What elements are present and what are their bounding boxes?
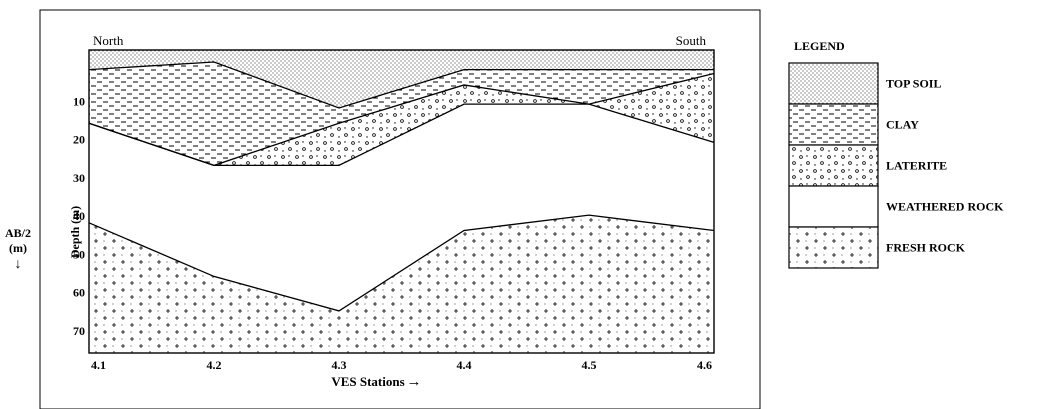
- legend-swatch-weathered-rock: [788, 185, 879, 228]
- legend-title: LEGEND: [794, 39, 845, 53]
- figure-frame: [39, 9, 761, 409]
- layer-boundaries: [88, 61, 715, 312]
- legend-label: TOP SOIL: [886, 77, 941, 91]
- outer-axis-label-line1: AB/2: [5, 226, 31, 240]
- depth-tick-label: 30: [73, 171, 85, 185]
- station-label: 4.4: [457, 358, 472, 372]
- north-label: North: [93, 33, 124, 48]
- right-arrow-icon: →: [407, 374, 422, 390]
- laterite-base-line: [88, 103, 715, 167]
- legend-swatch-laterite: [788, 144, 879, 187]
- depth-tick-label: 70: [73, 324, 85, 338]
- station-label: 4.1: [91, 358, 106, 372]
- clay-layer: [89, 62, 714, 166]
- depth-tick-label: 40: [73, 209, 85, 223]
- depth-tick-labels: 10 20 30 40 50 60 70: [73, 94, 85, 338]
- section-layers: [89, 50, 714, 353]
- weathered-rock-base-line: [88, 214, 715, 312]
- outer-axis-label-line2: (m): [9, 241, 27, 255]
- legend-label: LATERITE: [886, 159, 947, 173]
- legend-label: CLAY: [886, 118, 919, 132]
- depth-tick-label: 60: [73, 286, 85, 300]
- y-axis-label: Depth (m): [68, 206, 82, 258]
- legend-swatch-clay: [788, 103, 879, 146]
- top-soil-base-line: [88, 61, 714, 109]
- depth-tick-label: 10: [73, 94, 85, 108]
- station-label: 4.2: [207, 358, 222, 372]
- down-arrow-icon: ↓: [15, 257, 22, 272]
- station-label: 4.3: [332, 358, 347, 372]
- legend-swatch-fresh-rock: [788, 226, 879, 269]
- station-label: 4.6: [697, 358, 712, 372]
- x-axis-label: VES Stations: [331, 374, 404, 389]
- south-label: South: [676, 33, 707, 48]
- legend-label: WEATHERED ROCK: [886, 200, 1004, 214]
- depth-tick-label: 50: [73, 247, 85, 261]
- legend: TOP SOIL CLAY LATERITE WEATHERED ROCK FRESH …: [788, 62, 1004, 269]
- top-soil-layer: [89, 50, 714, 108]
- depth-tick-label: 20: [73, 133, 85, 147]
- section-border: [88, 49, 715, 354]
- station-label: 4.5: [582, 358, 597, 372]
- fresh-rock-layer: [89, 215, 714, 353]
- legend-swatch-top-soil: [788, 62, 879, 105]
- weathered-rock-layer: [89, 104, 714, 311]
- legend-label: FRESH ROCK: [886, 241, 966, 255]
- station-tick-labels: 4.1 4.2 4.3 4.4 4.5 4.6: [91, 358, 712, 372]
